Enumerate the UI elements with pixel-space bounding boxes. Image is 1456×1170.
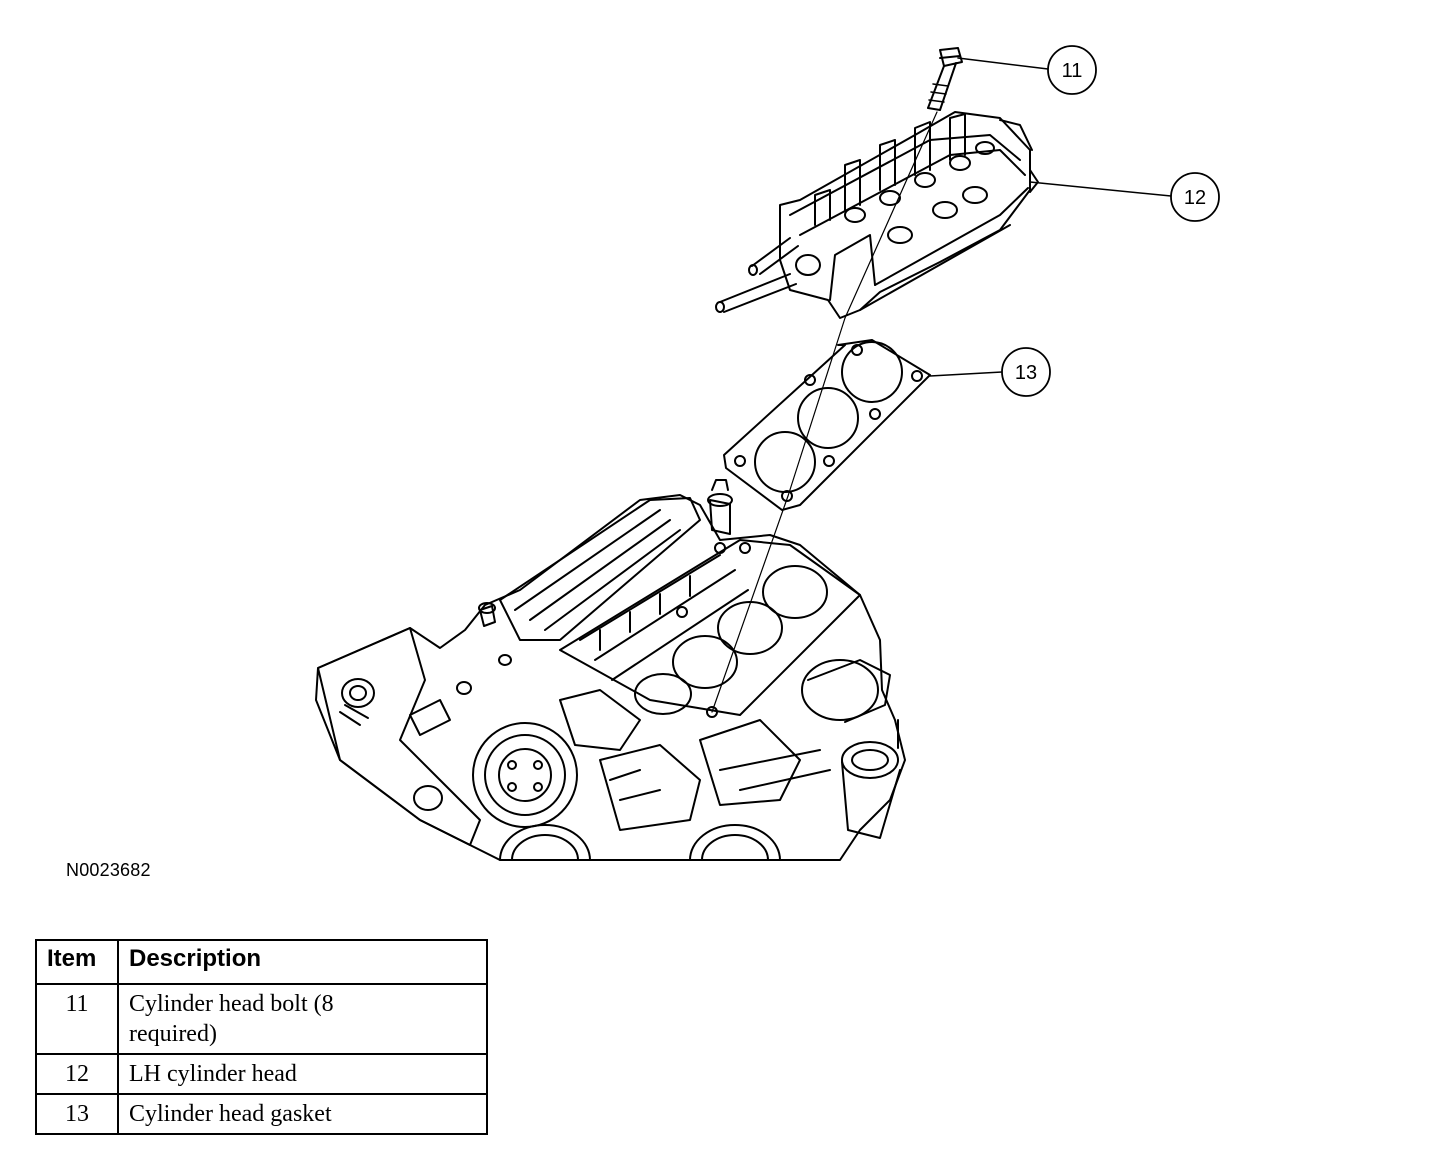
legend-table: Item Description 11 Cylinder head bolt (… (35, 939, 488, 1135)
exploded-engine-diagram: 11 12 13 (315, 45, 1220, 861)
lh-cylinder-head (715, 111, 1039, 319)
legend-item-description: Cylinder head gasket (117, 1093, 488, 1135)
callout-11: 11 (1047, 45, 1097, 95)
legend-row: 13 Cylinder head gasket (35, 1093, 488, 1135)
alignment-lines (711, 111, 938, 713)
legend-item-description: LH cylinder head (117, 1053, 488, 1095)
legend-item-number: 13 (35, 1093, 119, 1135)
cylinder-head-bolt (927, 47, 963, 111)
callout-11-label: 11 (1062, 60, 1083, 82)
legend-header-description: Description (117, 939, 488, 985)
legend-item-number: 12 (35, 1053, 119, 1095)
callout-13-label: 13 (1015, 362, 1037, 384)
legend-item-number: 11 (35, 983, 119, 1055)
legend-row: 12 LH cylinder head (35, 1053, 488, 1095)
legend-item-description: Cylinder head bolt (8 required) (117, 983, 488, 1055)
cylinder-head-gasket (723, 339, 931, 511)
legend-row: 11 Cylinder head bolt (8 required) (35, 983, 488, 1055)
figure-id: N0023682 (66, 860, 151, 880)
leader-lines (929, 57, 1172, 377)
legend-header-item: Item (35, 939, 119, 985)
callout-13: 13 (1001, 347, 1051, 397)
callout-12: 12 (1170, 172, 1220, 222)
callout-12-label: 12 (1184, 187, 1206, 209)
engine-block (315, 479, 906, 861)
legend-header-row: Item Description (35, 939, 488, 985)
